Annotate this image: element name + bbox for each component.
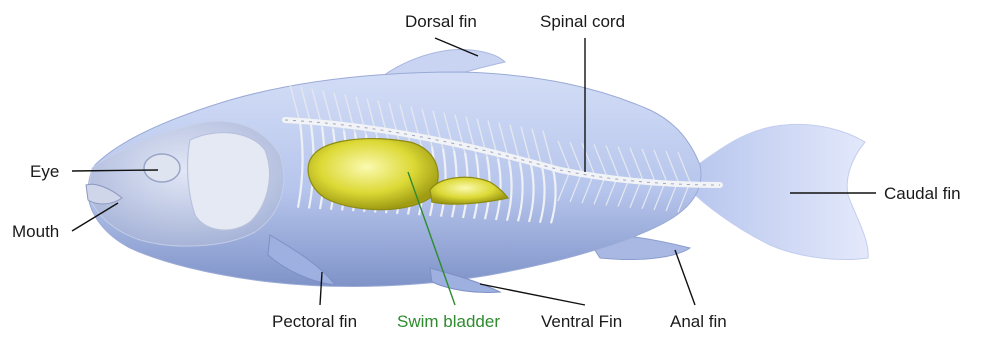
swim-bladder-anterior xyxy=(308,139,438,210)
caudal-fin-shape xyxy=(690,124,868,259)
label-dorsal-fin: Dorsal fin xyxy=(405,13,477,30)
leader-eye xyxy=(72,170,158,171)
eye-shape xyxy=(144,154,180,182)
label-pectoral-fin: Pectoral fin xyxy=(272,313,357,330)
label-ventral-fin: Ventral Fin xyxy=(541,313,622,330)
label-anal-fin: Anal fin xyxy=(670,313,727,330)
label-mouth: Mouth xyxy=(12,223,59,240)
label-swim-bladder: Swim bladder xyxy=(397,313,500,330)
label-caudal-fin: Caudal fin xyxy=(884,185,961,202)
label-spinal-cord: Spinal cord xyxy=(540,13,625,30)
leader-ventral-fin xyxy=(480,284,585,305)
leader-anal-fin xyxy=(675,250,695,305)
label-eye: Eye xyxy=(30,163,59,180)
